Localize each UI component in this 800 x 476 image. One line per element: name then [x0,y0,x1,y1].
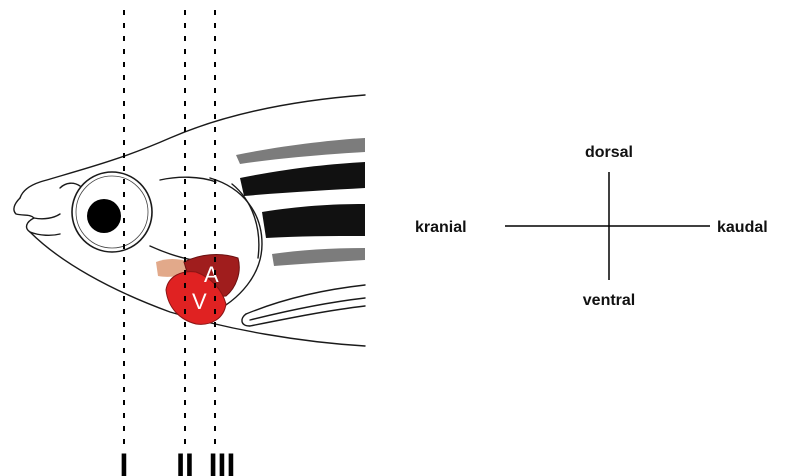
fish-pectoral-fin [246,285,365,314]
fish-jaw-bone [160,177,216,182]
section-label-I: I [120,447,129,476]
fish-eye [72,172,152,252]
fish-stripe-2 [240,162,365,196]
section-label-III: III [209,447,236,476]
fish-nostril [60,183,80,188]
orientation-label-cranial: kranial [415,219,467,236]
fish-pupil [87,199,121,233]
ventricle-label: V [192,289,207,314]
section-label-II: II [176,447,194,476]
orientation-cross: dorsal ventral kranial kaudal [415,144,768,309]
fish-mouth-line [34,214,60,219]
heart-illustration: A V [156,255,239,325]
fish-pectoral-fin-base [242,314,250,326]
orientation-label-caudal: kaudal [717,219,768,236]
fish-pectoral-fin-ray-1 [250,298,365,320]
fish-stripe-1 [236,138,365,164]
atrium-label: A [204,262,219,287]
orientation-label-dorsal: dorsal [585,144,633,161]
orientation-label-ventral: ventral [583,292,635,309]
fish-stripe-4 [272,248,365,266]
fish-stripe-3 [262,204,365,238]
fish-body-stripes [236,138,365,266]
